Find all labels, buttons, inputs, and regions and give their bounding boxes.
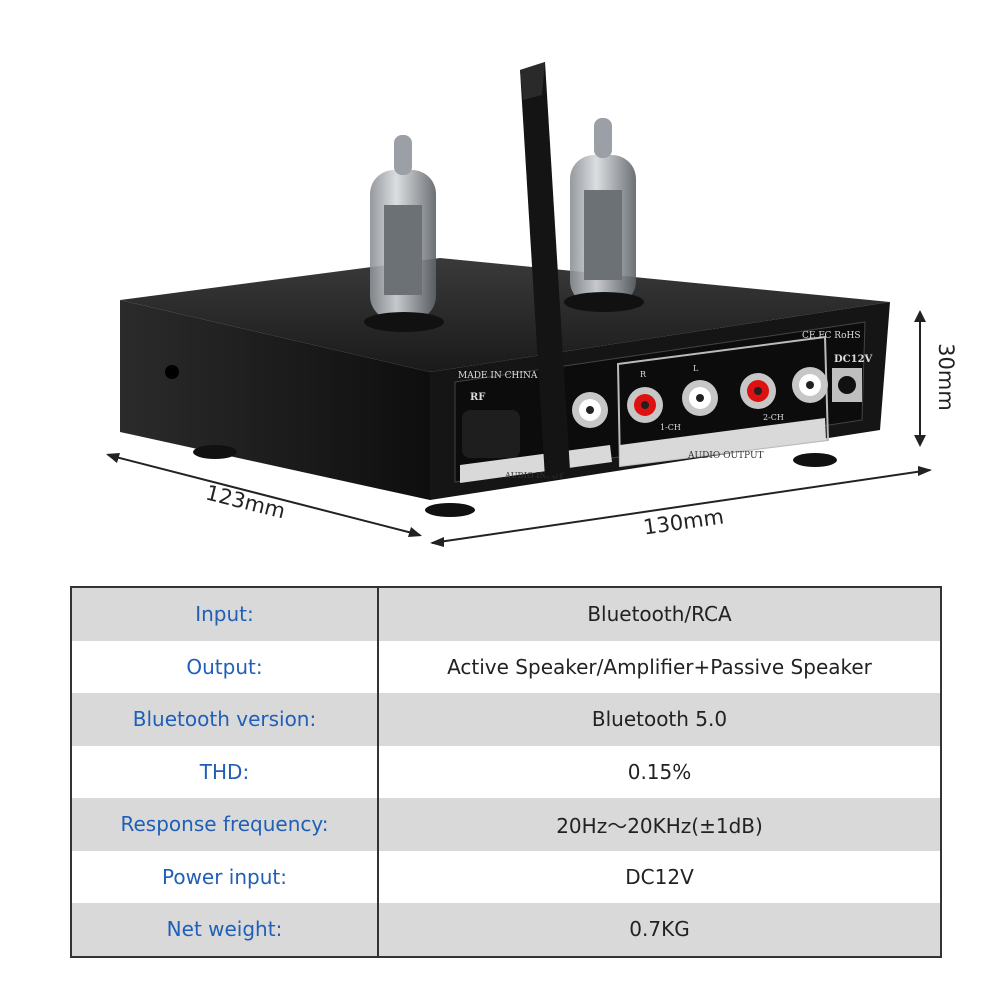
product-illustration: MADE IN CHINA RF AUDIO INPUT AUDIO OUTPU… — [106, 62, 958, 547]
spec-label: Power input: — [71, 850, 379, 903]
audio-output-strip — [620, 418, 826, 466]
table-row: THD: 0.15% — [71, 745, 941, 798]
spec-value: DC12V — [378, 850, 941, 903]
ch2-label: 2-CH — [763, 413, 784, 422]
power-label: DC12V — [834, 354, 873, 365]
spec-label: Output: — [71, 640, 379, 693]
spec-label: Bluetooth version: — [71, 693, 379, 746]
table-row: Bluetooth version: Bluetooth 5.0 — [71, 693, 941, 746]
table-row: Net weight: 0.7KG — [71, 903, 941, 957]
spec-label: Net weight: — [71, 903, 379, 957]
spec-value: Bluetooth 5.0 — [378, 693, 941, 746]
audio-input-strip — [460, 445, 612, 483]
dimension-arrows — [106, 310, 932, 547]
chassis-top — [120, 258, 890, 372]
table-row: Response frequency: 20Hz～20KHz(±1dB) — [71, 798, 941, 851]
spec-label: Response frequency: — [71, 798, 379, 851]
spec-value: 0.15% — [378, 745, 941, 798]
chassis-side — [120, 300, 430, 500]
spec-label: Input: — [71, 587, 379, 641]
side-screw-icon — [165, 365, 179, 379]
spec-label: THD: — [71, 745, 379, 798]
spec-value: Bluetooth/RCA — [378, 587, 941, 641]
bluetooth-antenna — [462, 62, 570, 478]
right-label: R — [640, 370, 647, 379]
table-row: Output: Active Speaker/Amplifier+Passive… — [71, 640, 941, 693]
table-row: Input: Bluetooth/RCA — [71, 587, 941, 641]
audio-output-label: AUDIO OUTPUT — [687, 451, 764, 461]
rf-label: RF — [470, 392, 485, 403]
left-label: L — [693, 364, 699, 373]
spec-value: Active Speaker/Amplifier+Passive Speaker — [378, 640, 941, 693]
spec-value: 0.7KG — [378, 903, 941, 957]
rca-jacks — [572, 367, 828, 428]
made-in-label: MADE IN CHINA — [458, 371, 538, 381]
cert-marks: CE FC RoHS — [802, 331, 861, 341]
amplifier-drawing: MADE IN CHINA RF AUDIO INPUT AUDIO OUTPU… — [106, 62, 932, 547]
vacuum-tube-right — [564, 118, 644, 312]
table-row: Power input: DC12V — [71, 850, 941, 903]
height-dimension-label: 30mm — [933, 343, 958, 411]
ch1-label: 1-CH — [660, 423, 681, 432]
spec-table: Input: Bluetooth/RCA Output: Active Spea… — [70, 586, 942, 958]
audio-input-label: AUDIO INPUT — [504, 471, 564, 480]
spec-value: 20Hz～20KHz(±1dB) — [378, 798, 941, 851]
vacuum-tube-left — [364, 135, 444, 332]
